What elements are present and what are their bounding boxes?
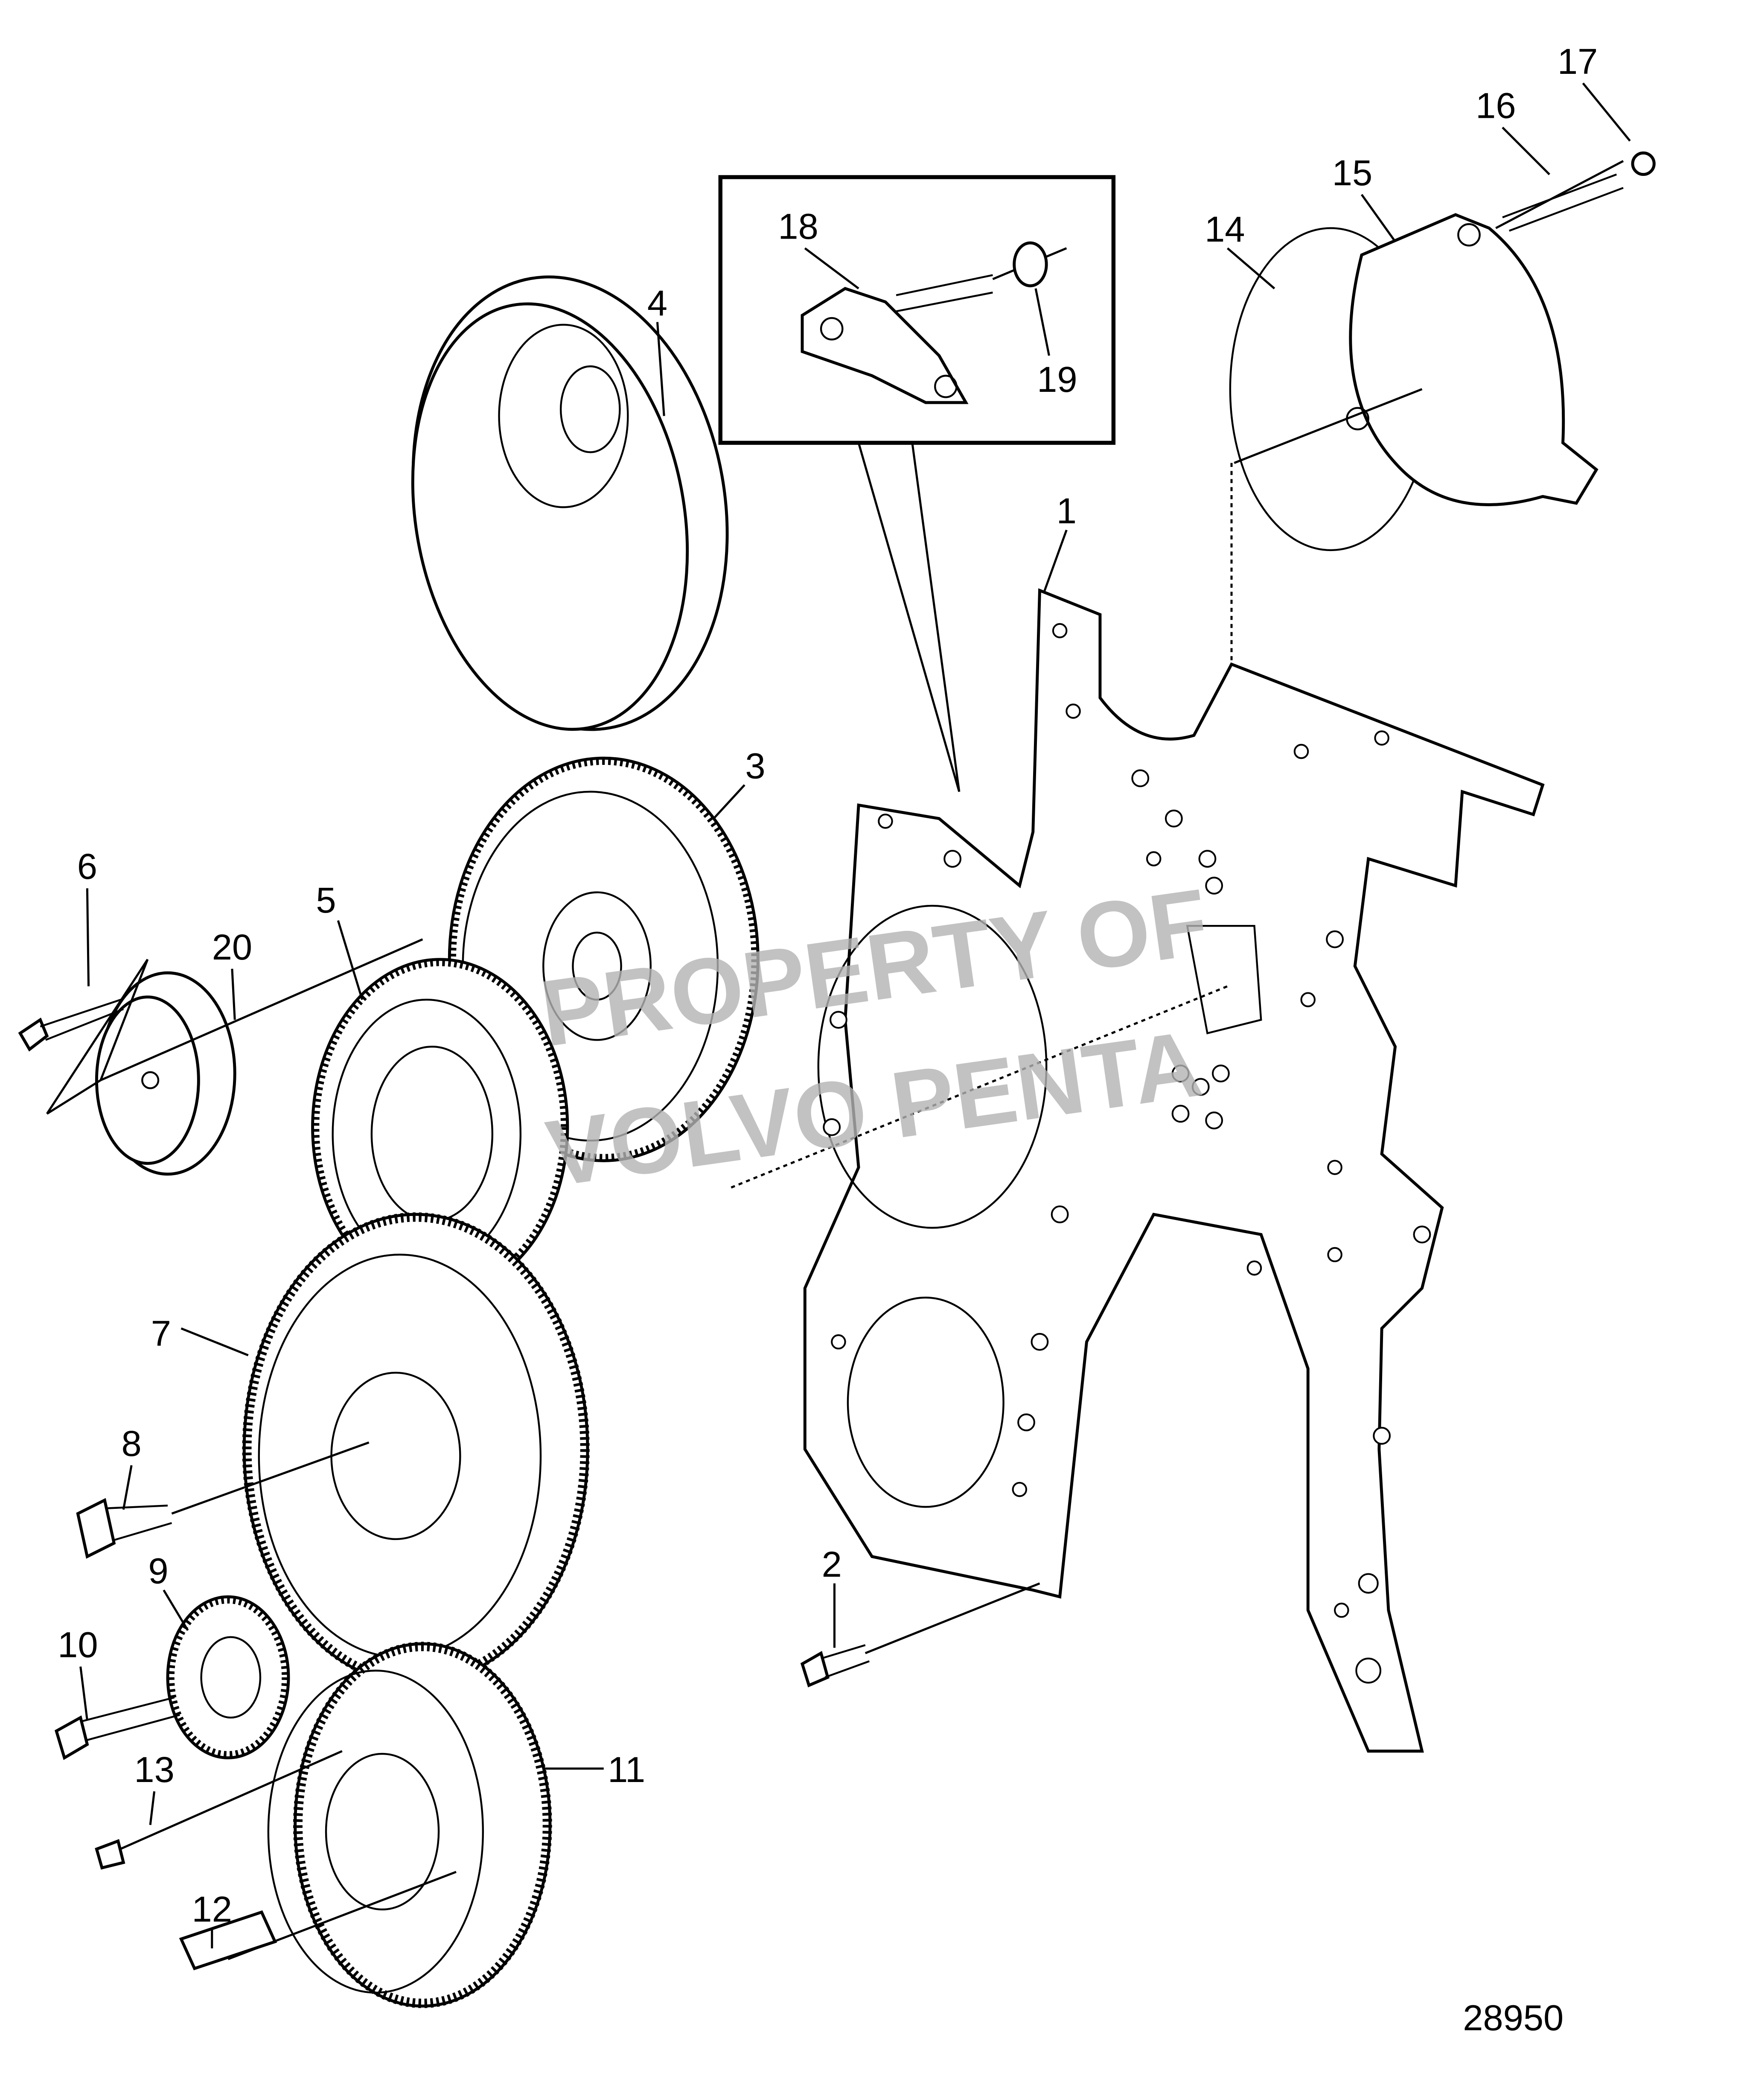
- callout-11: 11: [608, 1749, 645, 1790]
- callout-4: 4: [647, 283, 667, 323]
- axis-line: [731, 985, 1228, 1189]
- callout-19: 19: [1037, 359, 1077, 400]
- callout-16: 16: [1476, 85, 1516, 126]
- callouts: 1 2 3 4 5 6 7 8 9 10 11 12 13 14 15 16 1…: [58, 41, 1598, 1929]
- callout-20: 20: [212, 927, 252, 967]
- detail-inset: [718, 175, 1116, 792]
- callout-8: 8: [122, 1423, 142, 1464]
- timing-plate: [803, 588, 1545, 1753]
- callout-12: 12: [192, 1889, 232, 1929]
- vibration-damper: [411, 275, 729, 731]
- cover-assembly: [1229, 151, 1656, 665]
- callout-1: 1: [1057, 490, 1077, 531]
- hub: [18, 938, 423, 1176]
- callout-17: 17: [1558, 41, 1598, 82]
- callout-6: 6: [77, 846, 97, 887]
- crankshaft-gear: [95, 1642, 552, 2008]
- callout-3: 3: [745, 745, 765, 786]
- flange-screw: [54, 1696, 180, 1760]
- idler-gear-large: [242, 1212, 590, 1686]
- reference-number: 28950: [1463, 1998, 1563, 2038]
- small-gear: [166, 1595, 290, 1759]
- callout-18: 18: [778, 206, 818, 247]
- screw-2: [800, 1582, 1040, 1688]
- callout-13: 13: [134, 1749, 174, 1790]
- callout-2: 2: [822, 1544, 842, 1584]
- callout-9: 9: [148, 1551, 168, 1591]
- callout-10: 10: [58, 1625, 98, 1665]
- callout-5: 5: [316, 880, 336, 920]
- leader-lines: [79, 82, 1631, 1948]
- callout-14: 14: [1205, 209, 1245, 249]
- socket-screw: [76, 1441, 370, 1559]
- callout-15: 15: [1332, 152, 1372, 193]
- callout-7: 7: [151, 1313, 171, 1353]
